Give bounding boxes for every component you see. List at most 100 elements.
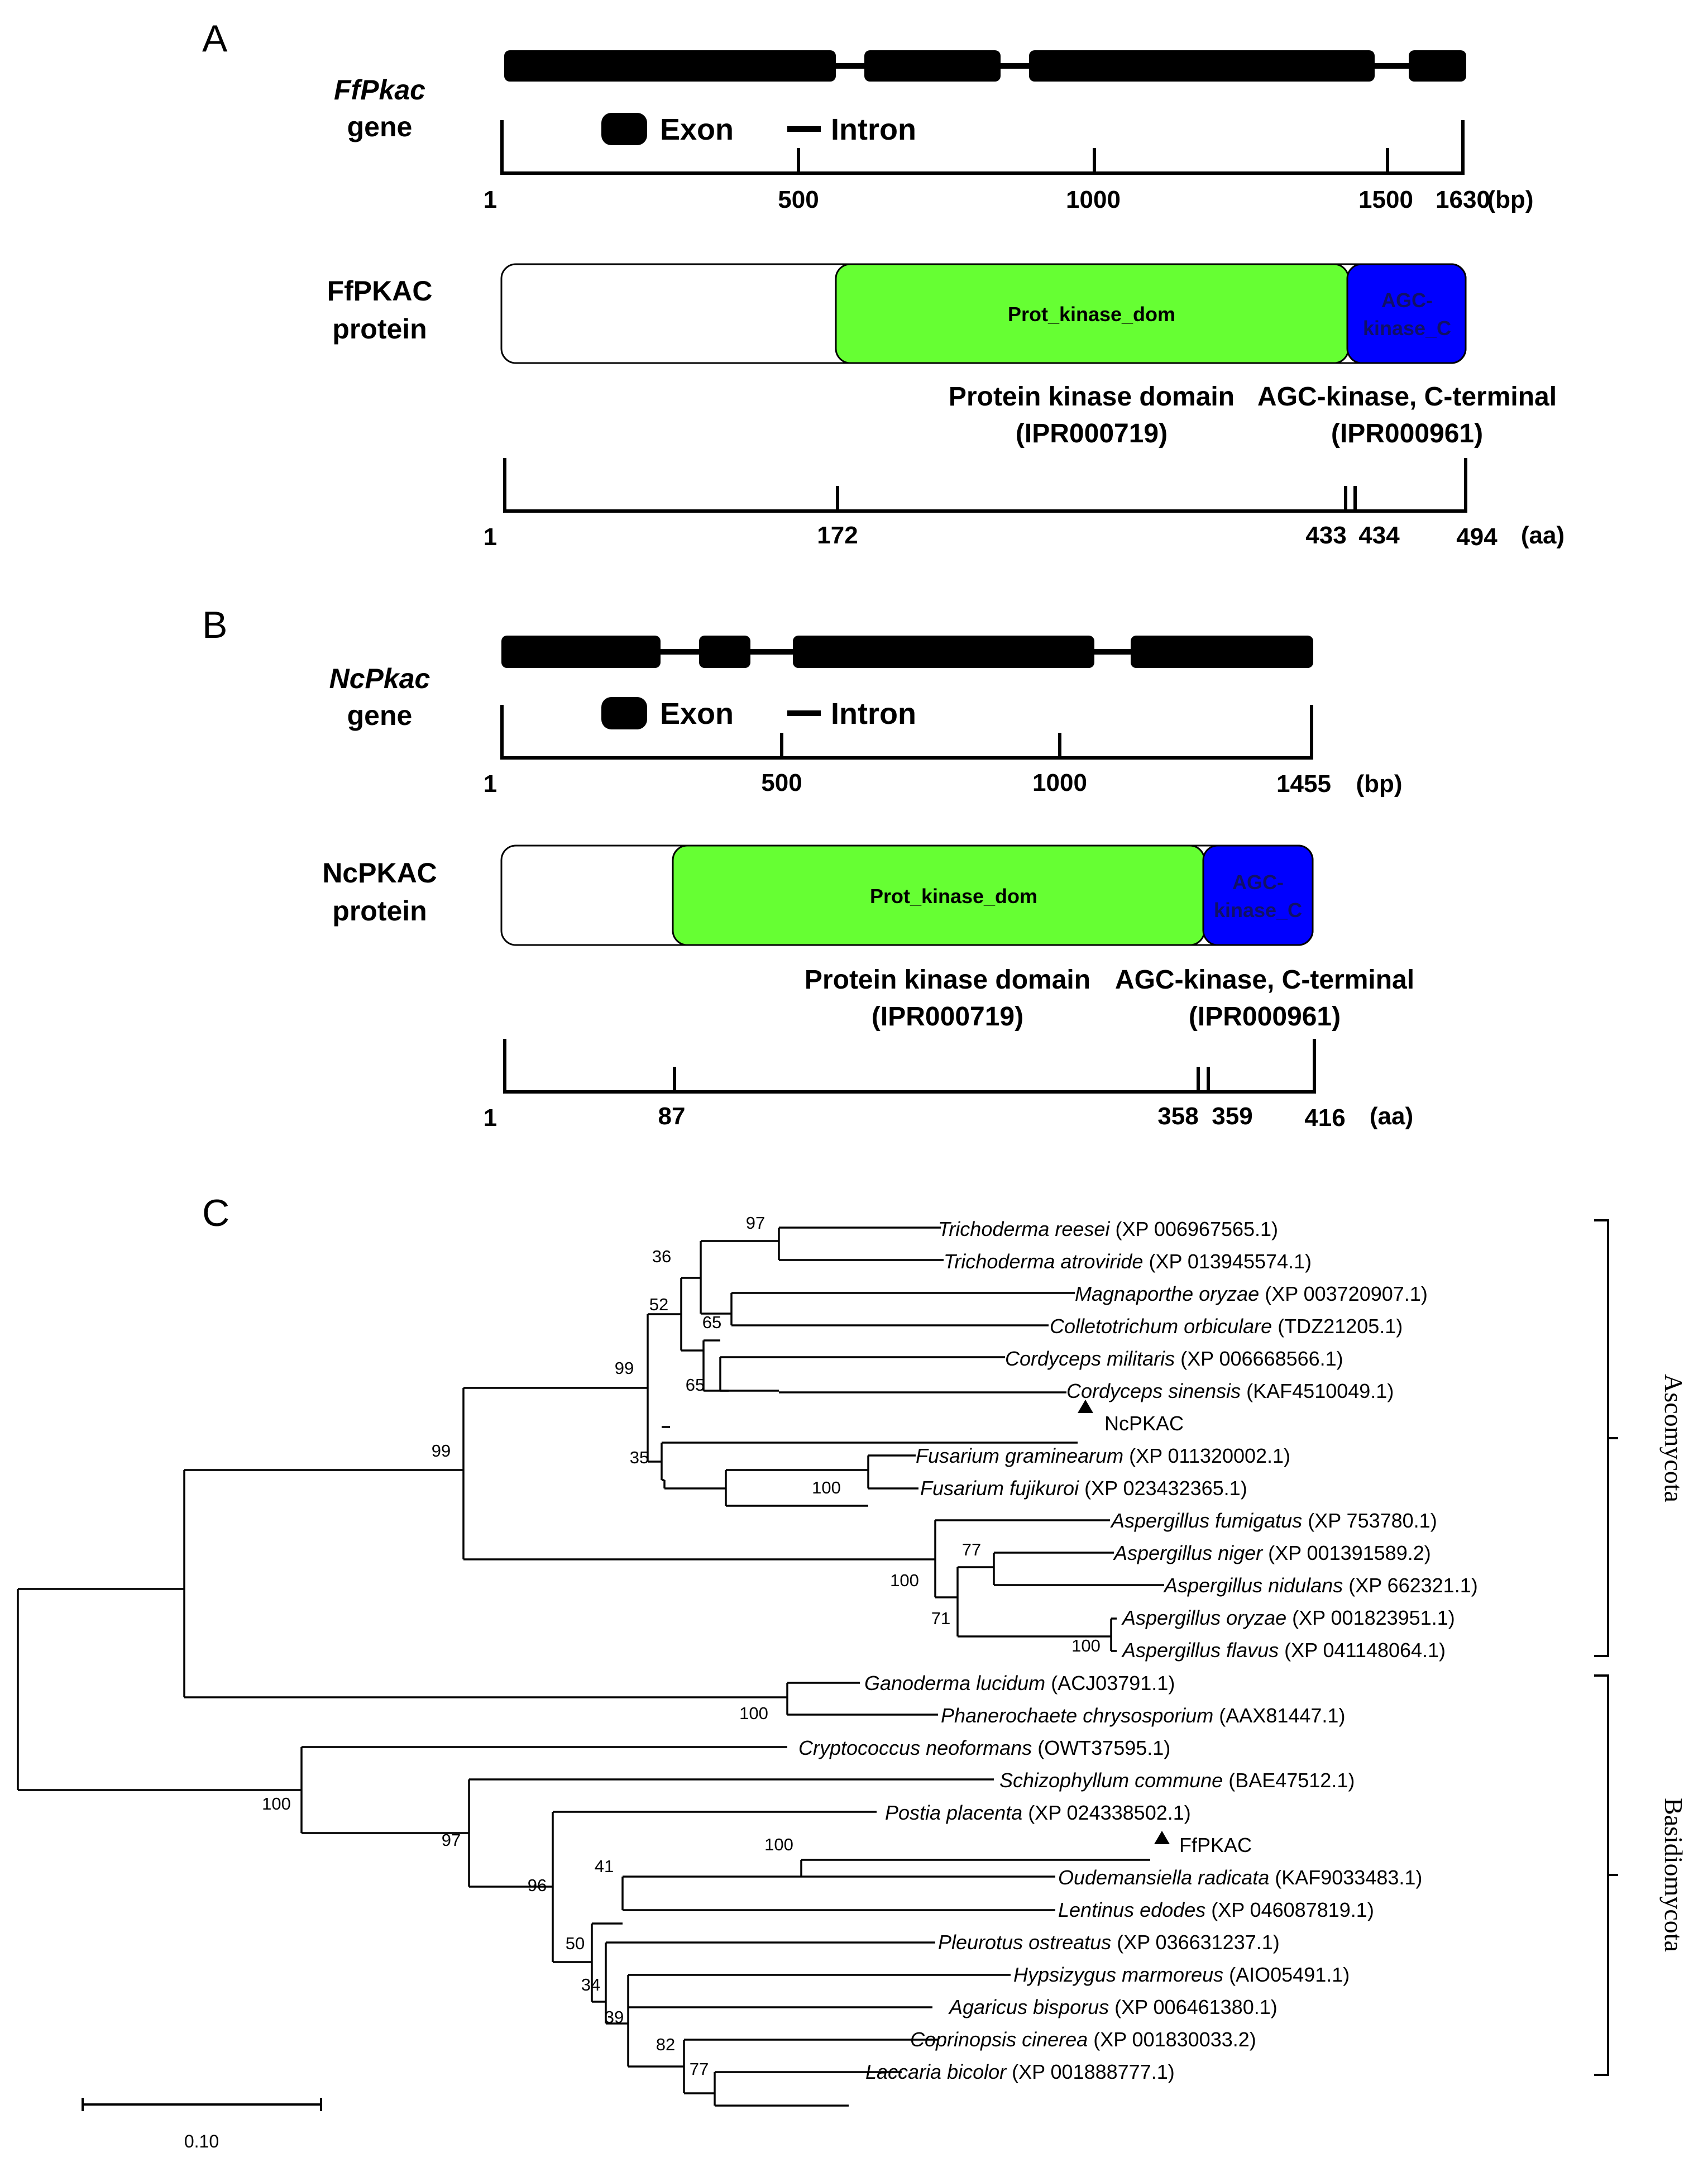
kinase-domain-title: Protein kinase domain [805,965,1090,995]
clade-brackets [1594,1219,1618,2076]
tick-label: 1000 [1032,769,1087,796]
agc-domain-box [1346,263,1467,364]
protein-structure-b: Prot_kinase_dom AGC- kinase_C [500,844,1314,946]
taxon-label: Fusarium fujikuroi (XP 023432365.1) [920,1477,1247,1500]
bootstrap-label: 96 [528,1875,547,1895]
taxon-label: Coprinopsis cinerea (XP 001830033.2) [910,2028,1256,2051]
tick-label: 416 [1304,1104,1345,1132]
taxon-label: Aspergillus nidulans (XP 662321.1) [1163,1574,1478,1597]
bootstrap-label: 52 [649,1295,668,1314]
panel-a-letter: A [202,17,228,60]
kinase-domain-label: Prot_kinase_dom [870,885,1037,908]
gene-word-b: gene [347,700,413,731]
scale-bar-label: 0.10 [184,2131,219,2151]
kinase-domain-id: (IPR000719) [872,1002,1023,1032]
panel-a: A FfPkac gene Exon Intron 1 500 [202,17,1565,551]
taxon-label: Aspergillus niger (XP 001391589.2) [1113,1541,1431,1564]
taxon-label: Colletotrichum orbiculare (TDZ21205.1) [1050,1315,1403,1338]
bootstrap-label: 99 [432,1441,451,1461]
bootstrap-label: 34 [581,1975,600,1994]
taxon-label: Pleurotus ostreatus (XP 036631237.1) [938,1931,1280,1954]
bootstrap-label: 50 [566,1934,585,1953]
exon-legend-icon [601,113,647,145]
protein-name-b: NcPKAC [322,857,437,889]
tick-label: 1 [484,523,497,551]
bootstrap-label: 65 [686,1375,705,1395]
bootstrap-label: 41 [595,1856,614,1876]
exon-legend-label: Exon [660,697,734,731]
agc-domain-label-line1: AGC- [1232,871,1284,894]
taxon-label: Trichoderma reesei (XP 006967565.1) [938,1218,1278,1240]
tick-label: 87 [658,1103,686,1130]
gene-structure-a [504,50,1466,82]
taxon-label: Ganoderma lucidum (ACJ03791.1) [864,1672,1175,1695]
intron-legend-label: Intron [831,697,916,731]
bootstrap-label: 35 [630,1448,649,1467]
agc-domain-id: (IPR000961) [1189,1002,1341,1032]
taxon-label: FfPKAC [1179,1834,1252,1856]
ffpkac-marker-icon [1154,1831,1170,1844]
tick-label: 172 [817,522,858,549]
taxon-label: Hypsizygus marmoreus (AIO05491.1) [1013,1963,1350,1986]
exon-block [1409,50,1466,82]
kinase-domain-title: Protein kinase domain [949,382,1235,412]
bootstrap-label: 100 [262,1794,291,1813]
tick-label: 1500 [1358,186,1413,213]
bootstrap-label: 100 [812,1478,841,1497]
tick-label: 434 [1358,522,1400,549]
exon-block [1029,50,1375,82]
taxon-label: Trichoderma atroviride (XP 013945574.1) [944,1250,1312,1273]
taxon-label: Aspergillus oryzae (XP 001823951.1) [1121,1606,1455,1629]
taxon-label: Cryptococcus neoformans (OWT37595.1) [798,1736,1170,1759]
taxon-label: Fusarium graminearum (XP 011320002.1) [916,1444,1290,1467]
tick-label: 1 [484,1104,497,1132]
bootstrap-label: 100 [890,1571,919,1590]
protein-name-a: FfPKAC [327,275,433,307]
taxon-label: Oudemansiella radicata (KAF9033483.1) [1058,1866,1422,1889]
taxon-label: Aspergillus flavus (XP 041148064.1) [1121,1639,1446,1662]
bootstrap-label: 71 [931,1609,950,1628]
exon-block [501,636,661,668]
taxon-label: Schizophyllum commune (BAE47512.1) [999,1769,1355,1792]
protein-scale-a: 1 172 433 434 494 (aa) [484,458,1565,551]
exon-block [504,50,836,82]
bootstrap-label: 77 [962,1540,981,1559]
panel-c: C [17,1192,1688,2151]
basidiomycota-bracket [1594,1674,1618,2076]
bootstrap-label: 100 [739,1703,768,1723]
tick-label: 500 [761,769,802,796]
taxon-label: Aspergillus fumigatus (XP 753780.1) [1110,1509,1437,1532]
unit-label: (bp) [1356,770,1402,798]
agc-domain-title: AGC-kinase, C-terminal [1115,965,1414,995]
ascomycota-label: Ascomycota [1659,1374,1688,1502]
taxon-label: Phanerochaete chrysosporium (AAX81447.1) [941,1704,1345,1727]
ncpkac-marker-icon [1078,1400,1093,1413]
agc-domain-label-line2: kinase_C [1214,899,1302,922]
bootstrap-label: 100 [764,1835,793,1854]
gene-scale-a: 1 500 1000 1500 1630 (bp) [484,120,1534,213]
protein-structure-a: Prot_kinase_dom AGC- kinase_C [500,263,1467,364]
tick-label: 1 [484,186,497,213]
gene-structure-b [501,636,1313,668]
bootstrap-label: 99 [615,1358,634,1378]
intron-legend-label: Intron [831,113,916,146]
basidiomycota-label: Basidiomycota [1659,1798,1688,1952]
panel-c-letter: C [202,1192,229,1234]
taxon-label: NcPKAC [1104,1412,1184,1435]
tick-label: 1630 [1436,186,1490,213]
taxon-labels: Trichoderma reesei (XP 006967565.1) Tric… [798,1218,1478,2083]
unit-label: (aa) [1370,1103,1413,1130]
protein-scale-b: 1 87 358 359 416 (aa) [484,1039,1413,1132]
agc-domain-box [1202,844,1314,946]
agc-domain-label-line2: kinase_C [1363,317,1451,340]
tick-label: 494 [1456,523,1498,551]
unit-label: (bp) [1487,186,1533,213]
tick-label: 1000 [1066,186,1121,213]
bootstrap-label: 65 [702,1313,721,1332]
bootstrap-values: 97 36 52 65 99 65 35 99 100 77 100 71 10… [262,1213,1101,2079]
tick-label: 1455 [1276,770,1331,798]
kinase-domain-id: (IPR000719) [1016,419,1168,448]
bootstrap-label: 97 [442,1830,461,1850]
protein-word-b: protein [332,895,427,927]
